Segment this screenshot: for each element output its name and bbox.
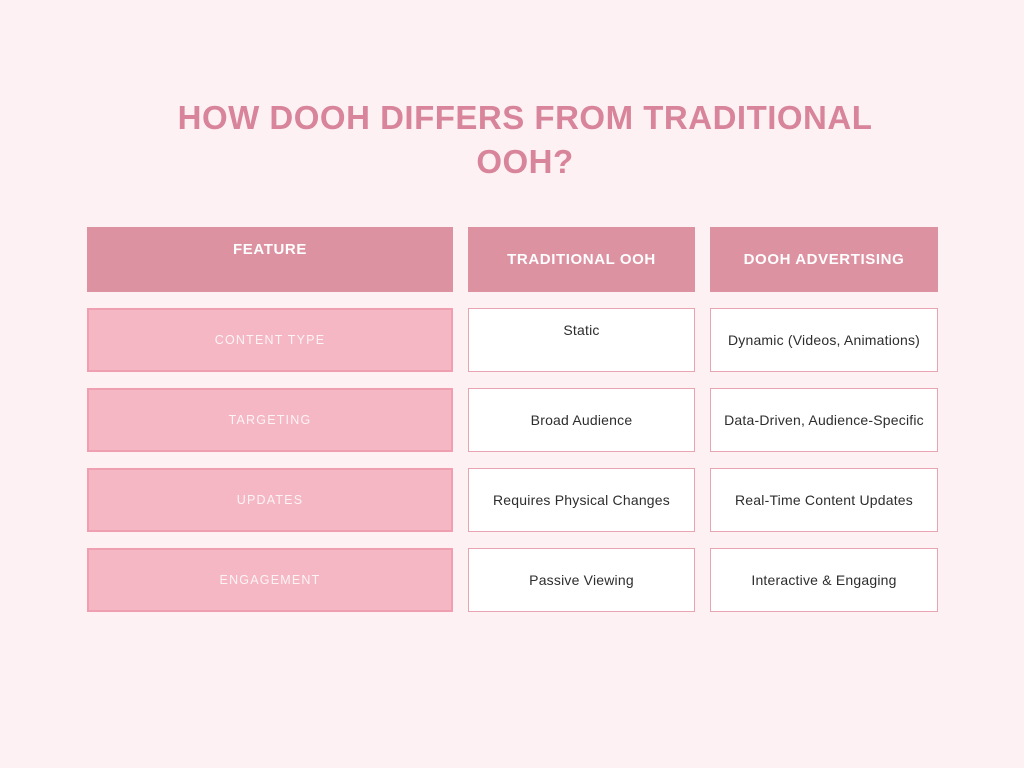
value-cell-dooh-updates: Real-Time Content Updates [710, 468, 938, 532]
value-text: Passive Viewing [529, 572, 634, 588]
value-text: Static [563, 322, 600, 338]
feature-cell-content-type: CONTENT TYPE [87, 308, 453, 372]
feature-cell-targeting: TARGETING [87, 388, 453, 452]
page-title: HOW DOOH DIFFERS FROM TRADITIONAL OOH? [177, 99, 873, 181]
feature-cell-updates: UPDATES [87, 468, 453, 532]
header-label: TRADITIONAL OOH [507, 251, 656, 268]
header-cell-feature: FEATURE [87, 227, 453, 292]
header-label: FEATURE [233, 241, 307, 258]
value-text: Data-Driven, Audience-Specific [724, 412, 924, 428]
feature-label: ENGAGEMENT [219, 573, 321, 587]
value-text: Real-Time Content Updates [734, 492, 913, 508]
feature-label: TARGETING [228, 413, 312, 427]
value-cell-traditional-targeting: Broad Audience [468, 388, 695, 452]
value-cell-dooh-engagement: Interactive & Engaging [710, 548, 938, 612]
feature-label: CONTENT TYPE [214, 333, 326, 347]
value-text: Interactive & Engaging [751, 572, 897, 588]
value-cell-traditional-engagement: Passive Viewing [468, 548, 695, 612]
header-label: DOOH ADVERTISING [743, 251, 905, 268]
feature-cell-engagement: ENGAGEMENT [87, 548, 453, 612]
value-text: Dynamic (Videos, Animations) [727, 332, 921, 348]
header-cell-dooh-advertising: DOOH ADVERTISING [710, 227, 938, 292]
value-text: Requires Physical Changes [493, 492, 670, 508]
value-cell-dooh-targeting: Data-Driven, Audience-Specific [710, 388, 938, 452]
value-cell-traditional-content-type: Static [468, 308, 695, 372]
header-cell-traditional-ooh: TRADITIONAL OOH [468, 227, 695, 292]
feature-label: UPDATES [236, 493, 304, 507]
value-cell-traditional-updates: Requires Physical Changes [468, 468, 695, 532]
value-text: Broad Audience [530, 412, 633, 428]
comparison-table: FEATURE TRADITIONAL OOH DOOH ADVERTISING… [87, 227, 938, 612]
value-cell-dooh-content-type: Dynamic (Videos, Animations) [710, 308, 938, 372]
